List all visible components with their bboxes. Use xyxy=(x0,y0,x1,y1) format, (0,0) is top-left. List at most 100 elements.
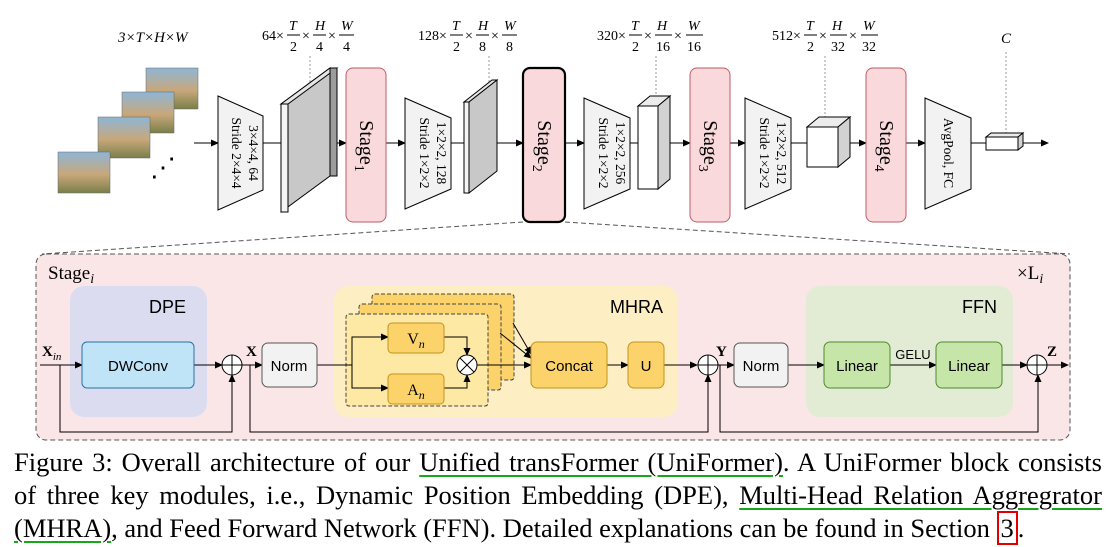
conv-block-2: 1×2×2, 128 Stride 1×2×2 xyxy=(404,97,452,210)
svg-text:1×2×2, 512: 1×2×2, 512 xyxy=(774,122,789,184)
svg-text:2: 2 xyxy=(290,40,297,55)
architecture-diagram: ⋰ 3×T×H×W 64× T 2 × H 4 × W 4 128× T 2 ×… xyxy=(35,19,1071,441)
svg-text:Norm: Norm xyxy=(271,358,308,375)
svg-text:128×: 128× xyxy=(418,29,447,44)
residual-add-3 xyxy=(1026,354,1048,376)
feature-map-2 xyxy=(462,78,499,195)
svg-text:16: 16 xyxy=(656,40,670,55)
svg-text:W: W xyxy=(863,19,876,34)
feature-map-3 xyxy=(636,94,672,191)
v-box: Vn xyxy=(387,322,445,354)
matmul-op xyxy=(456,354,478,376)
svg-text:16: 16 xyxy=(687,40,701,55)
svg-text:Norm: Norm xyxy=(743,358,780,375)
svg-text:W: W xyxy=(341,19,354,34)
svg-text:32: 32 xyxy=(831,40,845,55)
svg-text:×: × xyxy=(849,29,857,44)
svg-text:Stage3: Stage3 xyxy=(695,120,721,171)
svg-text:W: W xyxy=(504,19,517,34)
svg-text:1×2×2, 128: 1×2×2, 128 xyxy=(434,122,449,185)
svg-text:×: × xyxy=(465,29,473,44)
svg-text:An: An xyxy=(407,382,425,402)
stage-3-box: Stage3 xyxy=(689,67,731,223)
conv-block-1: 3×4×4, 64 Stride 2×4×4 xyxy=(217,95,264,211)
svg-text:320×: 320× xyxy=(597,29,626,44)
y-label: Y xyxy=(716,344,727,360)
linear-box-2: Linear xyxy=(935,341,1003,389)
section-ref-link[interactable]: 3 xyxy=(996,511,1018,545)
feature-map-4 xyxy=(805,115,852,169)
svg-text:Linear: Linear xyxy=(836,358,878,375)
svg-text:2: 2 xyxy=(807,40,814,55)
frames-ellipsis: ⋰ xyxy=(150,153,176,182)
svg-text:2: 2 xyxy=(453,40,460,55)
input-video-frames: ⋰ xyxy=(57,67,199,194)
repeat-label: ×Li xyxy=(1017,263,1043,287)
svg-text:3×4×4, 64: 3×4×4, 64 xyxy=(246,125,261,181)
svg-text:DWConv: DWConv xyxy=(108,358,169,375)
dpe-title: DPE xyxy=(149,297,186,317)
svg-text:×: × xyxy=(674,29,682,44)
svg-text:4: 4 xyxy=(316,40,323,55)
svg-text:Vn: Vn xyxy=(407,331,425,351)
norm-box-1: Norm xyxy=(261,342,318,388)
dim-label-1: 64× T 2 × H 4 × W 4 xyxy=(262,19,354,55)
link-uniformer[interactable]: Unified transFormer (UniFormer) xyxy=(419,447,783,477)
svg-text:512×: 512× xyxy=(772,29,801,44)
z-label: Z xyxy=(1047,344,1057,360)
linear-box-1: Linear xyxy=(823,341,891,389)
svg-text:T: T xyxy=(806,19,815,34)
feature-map-1 xyxy=(279,67,339,213)
ffn-title: FFN xyxy=(962,297,997,317)
residual-add-2 xyxy=(697,354,719,376)
u-box: U xyxy=(627,341,665,389)
svg-text:1×2×2, 256: 1×2×2, 256 xyxy=(613,122,628,185)
stage-4-box: Stage4 xyxy=(865,67,907,223)
svg-text:64×: 64× xyxy=(262,29,284,44)
input-dim-label: 3×T×H×W xyxy=(117,30,189,46)
svg-text:Stage2: Stage2 xyxy=(529,120,555,171)
svg-text:T: T xyxy=(452,19,461,34)
dim-label-2: 128× T 2 × H 8 × W 8 xyxy=(418,19,517,55)
stage-2-box: Stage2 xyxy=(521,66,567,224)
concat-box: Concat xyxy=(530,341,608,389)
svg-text:Stage4: Stage4 xyxy=(871,120,897,171)
output-dim-label: C xyxy=(1001,31,1012,47)
dim-label-4: 512× T 2 × H 32 × W 32 xyxy=(772,19,878,55)
link-mhra[interactable]: Multi-Head Relation Aggregrator (MHRA) xyxy=(14,480,1102,543)
stage-i-title: Stagei xyxy=(48,263,94,287)
svg-text:Stride 2×4×4: Stride 2×4×4 xyxy=(229,117,244,188)
svg-text:Linear: Linear xyxy=(948,358,990,375)
svg-text:×: × xyxy=(819,29,827,44)
x-label: X xyxy=(246,344,257,360)
svg-text:32: 32 xyxy=(862,40,876,55)
a-box: An xyxy=(387,373,445,405)
residual-add-1 xyxy=(221,354,243,376)
svg-text:H: H xyxy=(656,19,668,34)
xin-label: Xin xyxy=(42,344,62,363)
svg-text:Stride 1×2×2: Stride 1×2×2 xyxy=(417,117,432,188)
svg-text:×: × xyxy=(491,29,499,44)
conv-block-3: 1×2×2, 256 Stride 1×2×2 xyxy=(583,97,631,210)
svg-text:Stride 1×2×2: Stride 1×2×2 xyxy=(757,117,772,188)
svg-text:Stage1: Stage1 xyxy=(351,120,377,171)
gelu-label: GELU xyxy=(895,347,930,362)
svg-text:2: 2 xyxy=(632,40,639,55)
svg-text:Stride 1×2×2: Stride 1×2×2 xyxy=(596,117,611,188)
conv-block-4: 1×2×2, 512 Stride 1×2×2 xyxy=(744,97,792,210)
svg-text:4: 4 xyxy=(343,40,350,55)
svg-text:H: H xyxy=(314,19,326,34)
svg-text:8: 8 xyxy=(479,40,486,55)
svg-text:H: H xyxy=(831,19,843,34)
dim-label-3: 320× T 2 × H 16 × W 16 xyxy=(597,19,703,55)
svg-text:Concat: Concat xyxy=(545,358,593,375)
svg-text:×: × xyxy=(328,29,336,44)
svg-text:T: T xyxy=(631,19,640,34)
svg-text:W: W xyxy=(688,19,701,34)
stage-detail-block: Stagei ×Li DPE MHRA FFN xyxy=(35,253,1071,441)
svg-text:×: × xyxy=(302,29,310,44)
output-vector xyxy=(984,131,1025,152)
svg-text:AvgPool, FC: AvgPool, FC xyxy=(941,118,956,188)
figure-caption: Figure 3: Overall architecture of our Un… xyxy=(14,447,1102,545)
svg-text:×: × xyxy=(644,29,652,44)
